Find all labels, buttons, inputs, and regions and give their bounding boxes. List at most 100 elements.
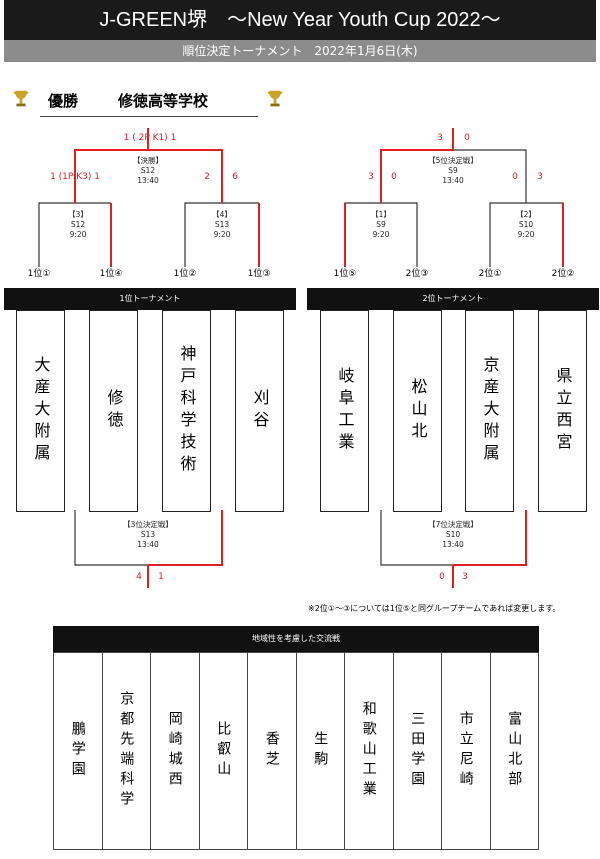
team-name: 大産大附属 (31, 356, 51, 466)
friendly-cell: 三田学園 (394, 653, 442, 849)
match2-info: 【2】 S10 9:20 (496, 210, 556, 240)
friendly-cell: 岡崎城西 (151, 653, 200, 849)
team-box: 神戸科学技術 (162, 310, 211, 512)
fifth-winner (380, 128, 454, 203)
match1-info: 【1】 S9 9:20 (351, 210, 411, 240)
final-info: 【決勝】 S12 13:40 (118, 156, 178, 186)
fifth-score-left-b: 0 (391, 172, 397, 182)
friendly-cell: 富山北部 (491, 653, 539, 849)
seventh-field: S10 (445, 530, 461, 539)
final-score-left: 1 (1P K3) 1 (50, 172, 100, 182)
match4-label: 【4】 (212, 210, 232, 219)
third-label: 【3位決定戦】 (123, 520, 173, 529)
fifth-score-right-b: 3 (537, 172, 543, 182)
team-box: 岐阜工業 (320, 310, 369, 512)
fifth-time: 13:40 (442, 176, 464, 185)
seventh-info: 【7位決定戦】 S10 13:40 (413, 520, 493, 550)
friendly-band: 地域性を考慮した交流戦 (53, 626, 539, 652)
match1-time: 9:20 (372, 230, 390, 239)
team-name: 和歌山工業 (360, 701, 377, 801)
match2-label: 【2】 (516, 210, 536, 219)
match3-time: 9:20 (69, 230, 87, 239)
match4-bracket (184, 202, 259, 267)
match3-bracket (38, 202, 111, 267)
fifth-score-left-a: 3 (368, 172, 374, 182)
match4-time: 9:20 (213, 230, 231, 239)
seed-label: 2位② (551, 269, 575, 279)
seventh-label: 【7位決定戦】 (428, 520, 478, 529)
seventh-time: 13:40 (442, 540, 464, 549)
fifth-score-right-a: 0 (512, 172, 518, 182)
friendly-cell: 生駒 (297, 653, 345, 849)
friendly-cell: 比叡山 (200, 653, 248, 849)
tournament2-band: 2位トーナメント (307, 288, 599, 310)
final-score-right-a: 2 (204, 172, 210, 182)
team-box: 京産大附属 (465, 310, 514, 512)
final-right (148, 149, 223, 203)
fifth-label: 【5位決定戦】 (428, 156, 478, 165)
page-title: J-GREEN堺 ～New Year Youth Cup 2022～ (4, 0, 596, 40)
match3-label: 【3】 (68, 210, 88, 219)
team-box: 大産大附属 (16, 310, 65, 512)
tournament1-band: 1位トーナメント (4, 288, 296, 310)
seed-label: 2位③ (405, 269, 429, 279)
footnote: ※2位①～③については1位⑤と同グループチームであれば変更します。 (308, 604, 561, 613)
third-time: 13:40 (137, 540, 159, 549)
champion-label: 優勝 (48, 92, 79, 110)
page-subtitle: 順位決定トーナメント 2022年1月6日(木) (4, 40, 596, 62)
friendly-cell: 鵬学園 (54, 653, 103, 849)
match1-field: S9 (376, 220, 386, 229)
seed-label: 2位① (478, 269, 502, 279)
final-left (74, 149, 148, 203)
fifth-score-top-a: 3 (437, 133, 443, 143)
seventh-winner-path (453, 510, 527, 566)
team-name: 香芝 (263, 731, 280, 771)
team-box: 松山北 (393, 310, 442, 512)
third-score-b: 1 (158, 572, 164, 582)
third-score-a: 4 (136, 572, 142, 582)
final-field: S12 (140, 166, 156, 175)
team-name: 比叡山 (215, 721, 232, 781)
third-right (148, 510, 223, 566)
seed-label: 1位③ (247, 269, 271, 279)
seed-label: 1位② (173, 269, 197, 279)
fifth-score-top-b: 0 (464, 133, 470, 143)
match1-label: 【1】 (371, 210, 391, 219)
team-name: 京都先端科学 (118, 691, 135, 811)
team-box: 修徳 (89, 310, 138, 512)
match4-field: S13 (214, 220, 230, 229)
team-name: 刈谷 (250, 389, 270, 433)
seventh-score-a: 0 (439, 572, 445, 582)
team-name: 神戸科学技術 (177, 345, 197, 477)
seed-label: 1位① (27, 269, 51, 279)
match2-time: 9:20 (517, 230, 535, 239)
match2-field: S10 (518, 220, 534, 229)
third-info: 【3位決定戦】 S13 13:40 (108, 520, 188, 550)
final-label: 【決勝】 (133, 156, 163, 165)
team-name: 三田学園 (409, 711, 426, 791)
team-name: 松山北 (408, 378, 428, 444)
trophy-icon (13, 90, 29, 107)
seed-label: 1位⑤ (333, 269, 357, 279)
champion-underline (40, 116, 258, 117)
third-field: S13 (140, 530, 156, 539)
trophy-icon (267, 90, 283, 107)
team-box: 刈谷 (235, 310, 284, 512)
team-name: 市立尼崎 (457, 711, 474, 791)
match4-info: 【4】 S13 9:20 (192, 210, 252, 240)
team-name: 県立西宮 (553, 367, 573, 455)
third-left (74, 510, 148, 566)
final-time: 13:40 (137, 176, 159, 185)
match3-field: S12 (70, 220, 86, 229)
match3-info: 【3】 S12 9:20 (48, 210, 108, 240)
friendly-cell: 市立尼崎 (442, 653, 491, 849)
champion-name: 修徳高等学校 (118, 92, 209, 110)
team-name: 岡崎城西 (166, 711, 183, 791)
team-name: 京産大附属 (480, 356, 500, 466)
friendly-cell: 香芝 (248, 653, 297, 849)
team-name: 岐阜工業 (335, 367, 355, 455)
team-box: 県立西宮 (538, 310, 587, 512)
friendly-cell: 京都先端科学 (103, 653, 151, 849)
team-name: 鵬学園 (69, 721, 86, 781)
